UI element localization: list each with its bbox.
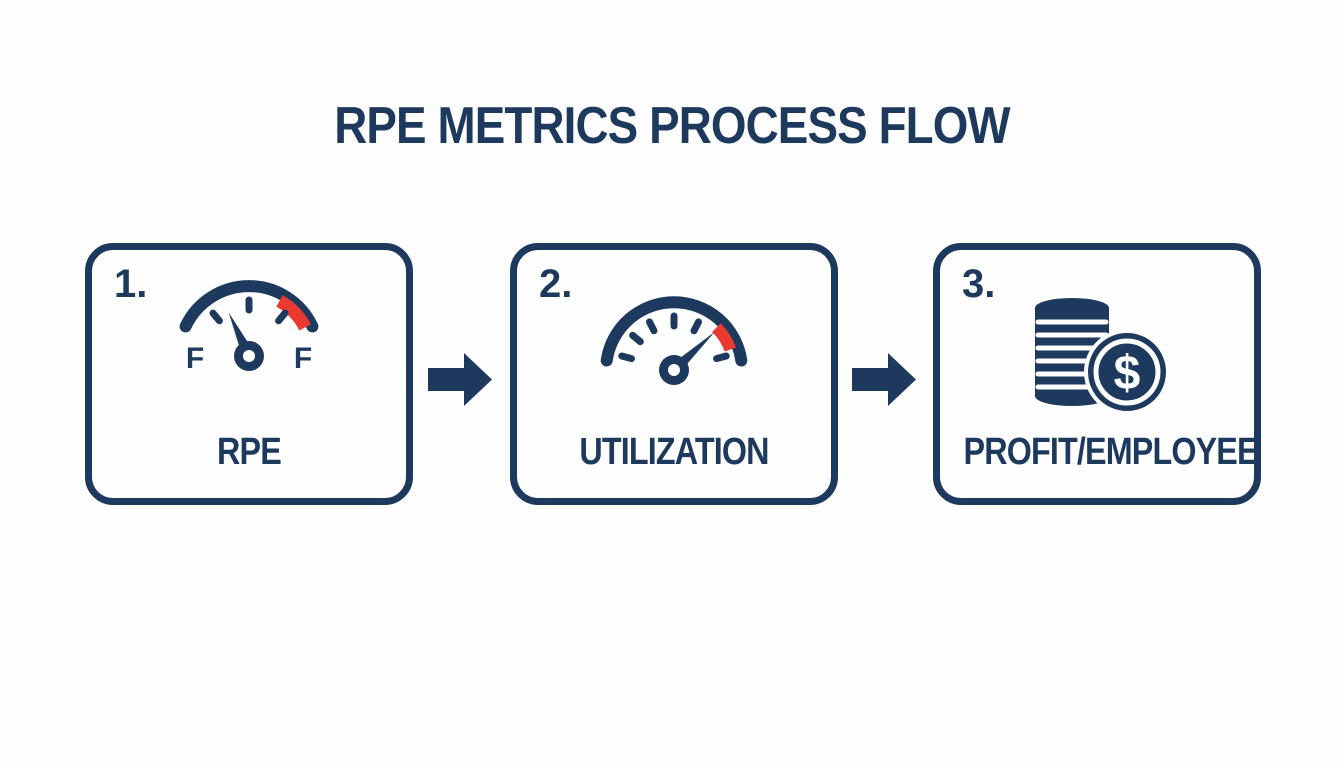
step-number: 2. <box>539 262 573 306</box>
gauge-right-label: F <box>294 342 312 375</box>
speedometer-icon <box>517 270 831 392</box>
step-box-utilization: 2. UTILIZATION <box>510 243 838 505</box>
step-box-rpe: 1. F F RPE <box>85 243 413 505</box>
step-number: 1. <box>114 262 148 306</box>
diagram-title: RPE METRICS PROCESS FLOW <box>334 97 1010 155</box>
step-number: 3. <box>962 262 996 306</box>
fuel-gauge-icon: F F <box>92 264 406 390</box>
gauge-left-label: F <box>186 342 204 375</box>
step-label-rpe: RPE <box>217 431 282 473</box>
arrow-right-icon <box>852 352 916 407</box>
step-label-utilization: UTILIZATION <box>579 431 769 473</box>
step-label-profit-employee: PROFIT/EMPLOYEE <box>963 431 1259 473</box>
step-box-profit-employee: 3. $ PROFIT/EMPLOYEE <box>933 243 1261 505</box>
dollar-sign: $ <box>1114 347 1141 400</box>
arrow-right-icon <box>428 352 492 407</box>
coin-stack-dollar-icon: $ <box>940 294 1254 416</box>
